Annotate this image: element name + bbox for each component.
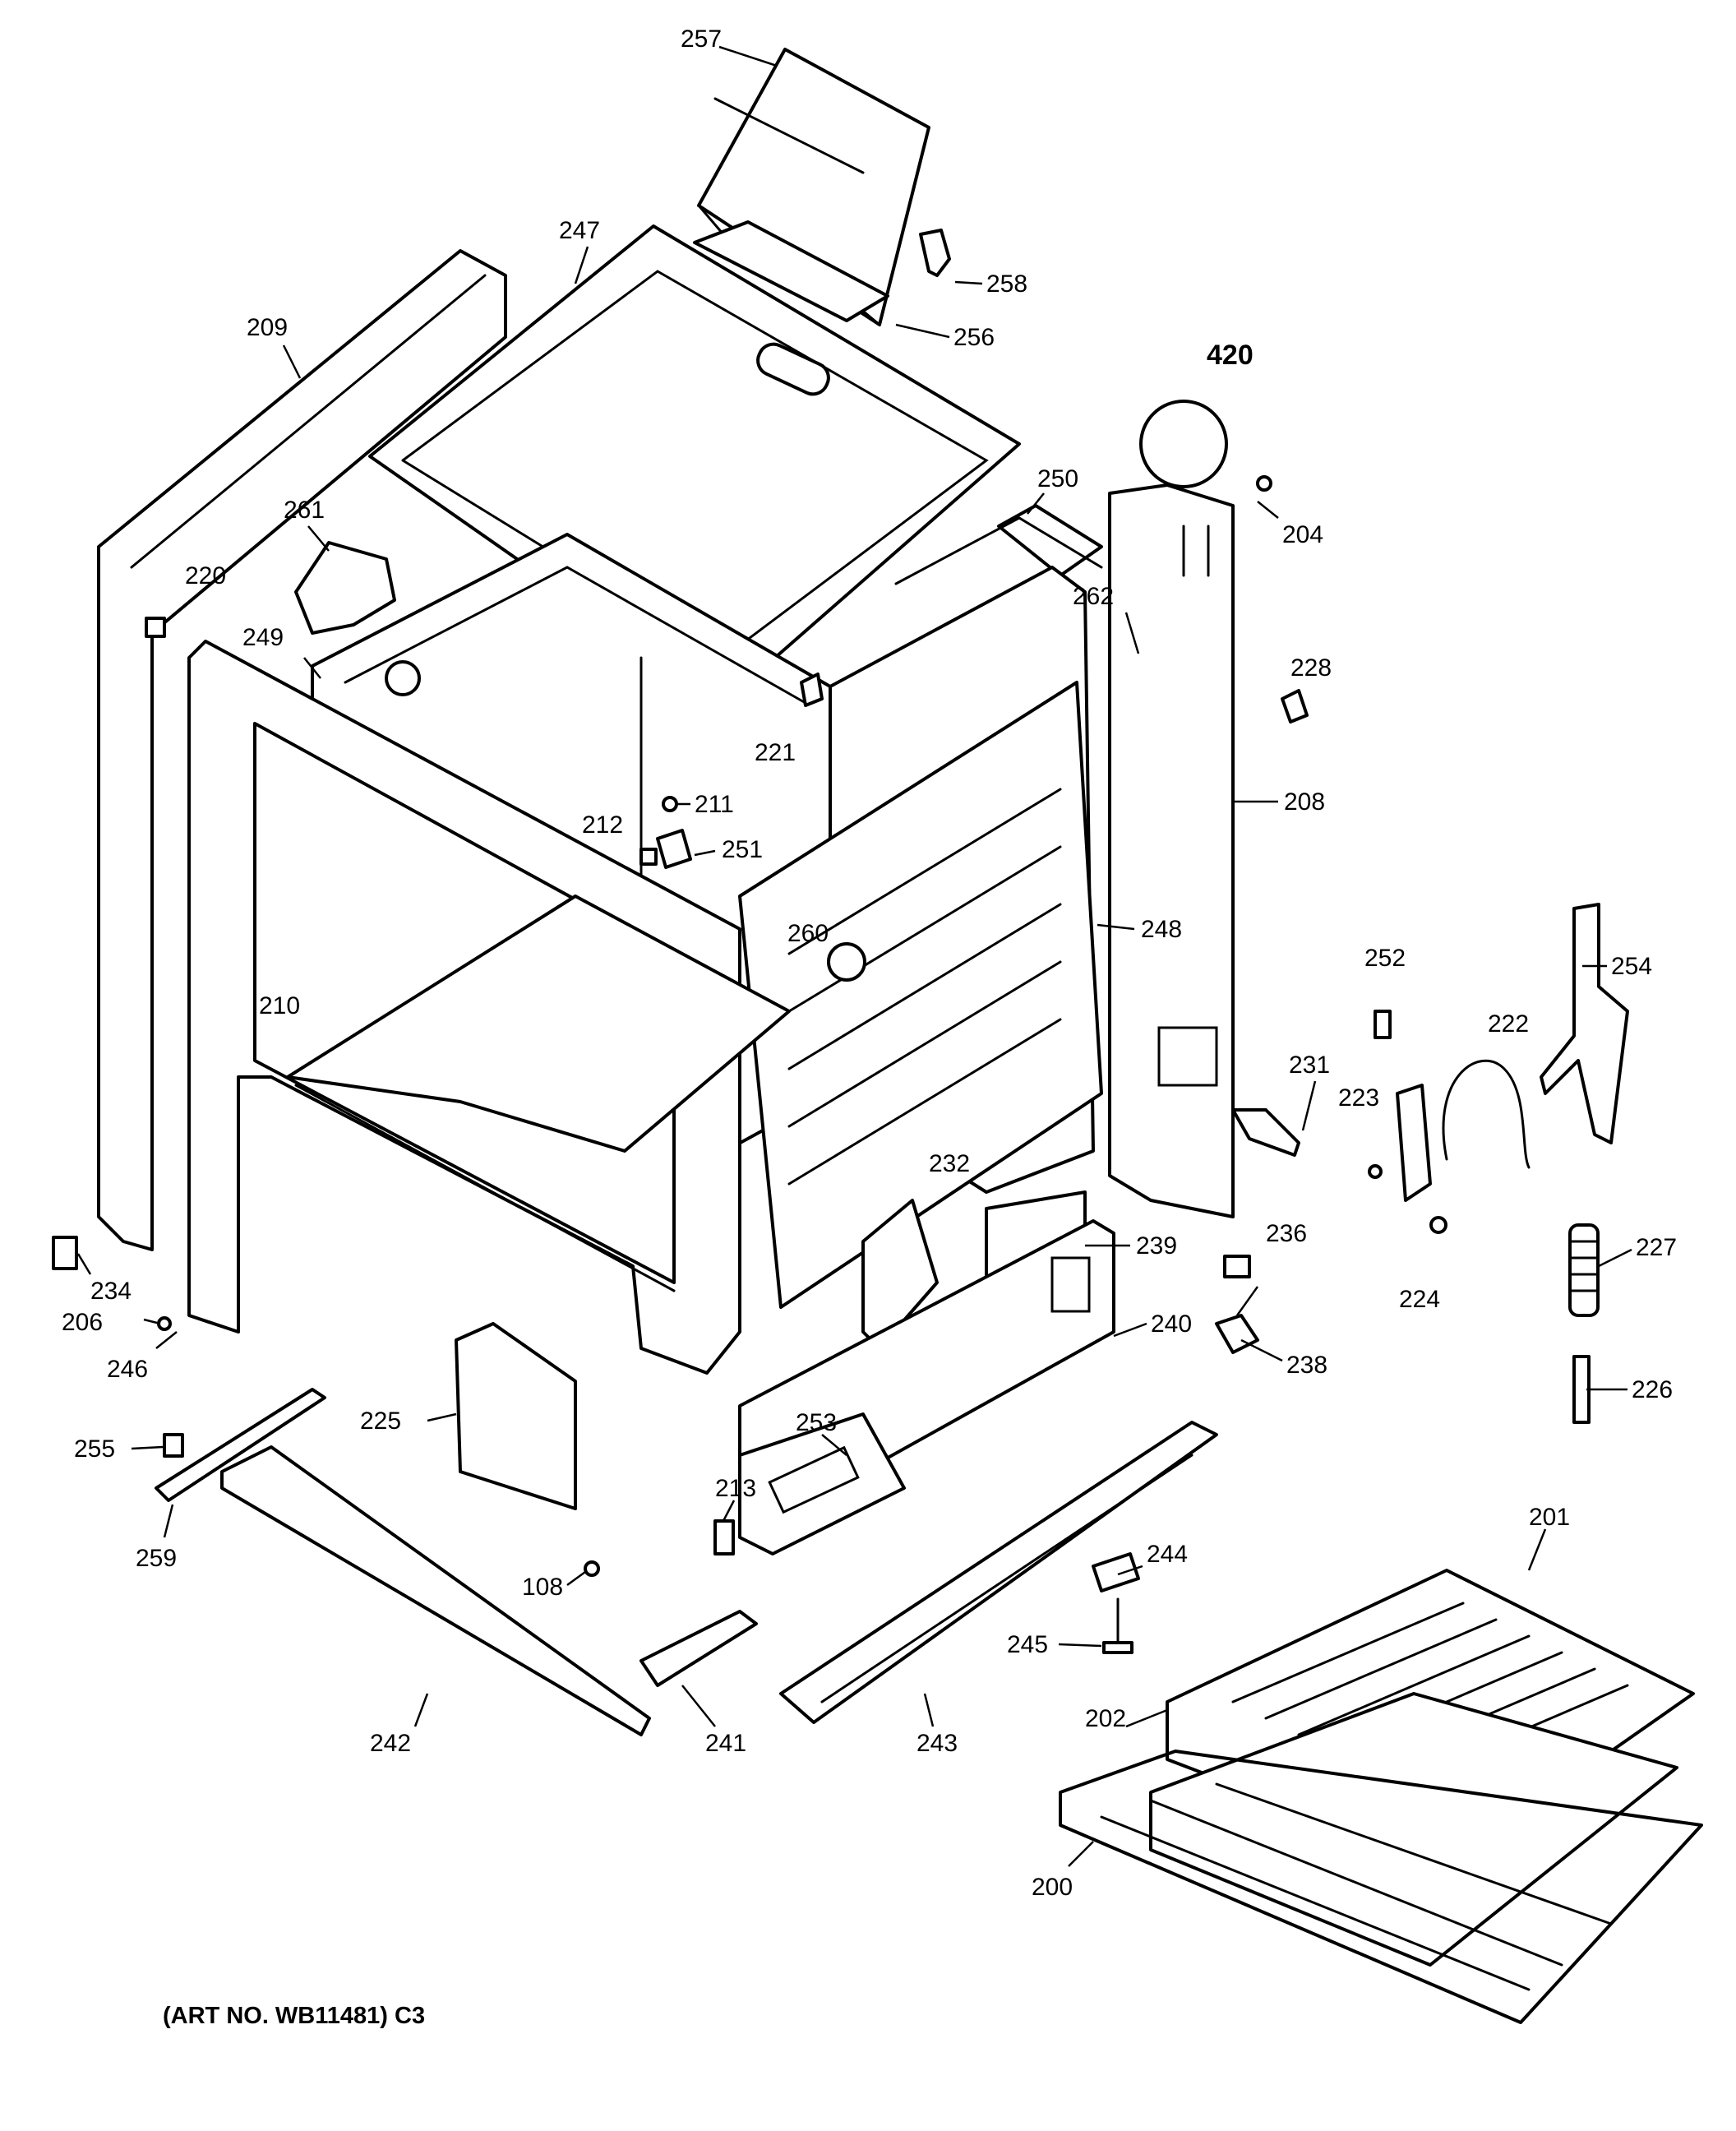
part-253-bracket <box>738 1412 906 1555</box>
part-261-insulation <box>294 541 396 635</box>
callout-260: 260 <box>787 920 829 947</box>
callout-420: 420 <box>1207 340 1254 371</box>
callout-238: 238 <box>1286 1352 1327 1379</box>
leader-lines <box>76 45 1632 1867</box>
callout-232: 232 <box>929 1150 970 1177</box>
part-225-plate <box>455 1322 577 1510</box>
part-260-side-panel-ribbed <box>738 681 1103 1309</box>
part-257-flue-panel <box>697 48 930 326</box>
callout-253: 253 <box>796 1409 837 1436</box>
part-251-hinge-receiver <box>656 829 692 869</box>
part-200-oven-rack <box>1059 1750 1703 2024</box>
callout-250: 250 <box>1037 465 1078 492</box>
callout-259: 259 <box>136 1545 177 1572</box>
part-236-clip <box>1223 1255 1251 1278</box>
part-211-screw <box>662 796 678 812</box>
part-220-clip <box>145 617 166 638</box>
callout-labels: 257 258 256 247 209 420 204 250 261 220 … <box>62 25 1677 1901</box>
part-222-hinge-wire <box>1396 1059 1531 1202</box>
part-208-side-panel-right <box>1108 483 1235 1218</box>
callout-222: 222 <box>1488 1010 1529 1038</box>
callout-201: 201 <box>1529 1504 1570 1531</box>
callout-257: 257 <box>681 25 722 53</box>
part-256-gasket <box>693 220 889 322</box>
callout-251: 251 <box>722 836 763 863</box>
part-232-bracket <box>861 1199 939 1350</box>
callout-258: 258 <box>986 270 1027 298</box>
part-250-strip <box>997 504 1103 577</box>
callout-249: 249 <box>242 624 284 651</box>
callout-245: 245 <box>1007 1631 1048 1658</box>
part-245-leveler-leg <box>1102 1597 1133 1654</box>
callout-254: 254 <box>1611 953 1652 980</box>
callout-227: 227 <box>1636 1234 1677 1261</box>
part-228-spring-clip <box>1281 689 1309 723</box>
callout-224: 224 <box>1399 1286 1440 1313</box>
part-244-clip <box>1092 1552 1140 1592</box>
callout-255: 255 <box>74 1435 115 1463</box>
callout-223: 223 <box>1338 1084 1379 1112</box>
callout-220: 220 <box>185 562 226 589</box>
part-255-foot <box>163 1433 184 1458</box>
art-number-label: (ART NO. WB11481) C3 <box>163 2003 426 2029</box>
callout-252: 252 <box>1364 945 1406 972</box>
callout-241: 241 <box>705 1730 746 1757</box>
callout-225: 225 <box>360 1408 401 1435</box>
callout-210: 210 <box>259 992 300 1019</box>
part-206-screw <box>157 1316 172 1331</box>
callout-221: 221 <box>755 739 796 766</box>
callout-231: 231 <box>1289 1052 1330 1079</box>
part-420-round-cover <box>1139 400 1228 488</box>
part-247-top-panel <box>368 224 1021 705</box>
callout-226: 226 <box>1632 1376 1673 1403</box>
part-212-clip <box>639 848 658 866</box>
callout-239: 239 <box>1136 1232 1177 1260</box>
callout-209: 209 <box>247 314 288 341</box>
callout-204: 204 <box>1282 521 1323 548</box>
callout-240: 240 <box>1151 1310 1192 1338</box>
part-224-bushing <box>1429 1216 1447 1234</box>
part-227-spring <box>1568 1223 1600 1317</box>
callout-200: 200 <box>1032 1874 1073 1901</box>
callout-242: 242 <box>370 1730 411 1757</box>
callout-248: 248 <box>1141 916 1182 943</box>
callout-234: 234 <box>90 1278 132 1305</box>
part-213-leveler <box>713 1519 735 1555</box>
callout-213: 213 <box>715 1475 756 1502</box>
callout-202: 202 <box>1085 1705 1126 1732</box>
callout-228: 228 <box>1290 654 1332 682</box>
callout-256: 256 <box>953 324 995 351</box>
callout-108: 108 <box>522 1574 563 1601</box>
part-223-screw <box>1368 1164 1383 1179</box>
part-210-oven-bottom <box>286 894 791 1153</box>
callout-262: 262 <box>1073 583 1114 610</box>
part-202-broiler-pan <box>1149 1692 1678 1967</box>
part-238-clip <box>1215 1314 1259 1354</box>
part-234-clip <box>52 1236 78 1270</box>
callout-236: 236 <box>1266 1220 1307 1247</box>
callout-261: 261 <box>284 497 325 524</box>
part-254-hinge <box>1540 903 1629 1144</box>
callout-246: 246 <box>107 1356 148 1383</box>
part-108-screw <box>584 1560 600 1577</box>
part-231-bracket <box>1231 1108 1300 1157</box>
callout-206: 206 <box>62 1309 103 1336</box>
callout-247: 247 <box>559 217 600 244</box>
part-252-spring <box>1374 1010 1392 1039</box>
part-242-base-rail <box>220 1445 651 1736</box>
callout-208: 208 <box>1284 788 1325 816</box>
part-221-clip <box>800 673 824 707</box>
callout-243: 243 <box>916 1730 958 1757</box>
part-241-base-rail <box>639 1610 758 1687</box>
callout-244: 244 <box>1147 1541 1188 1568</box>
part-204-screw <box>1256 475 1272 492</box>
callout-212: 212 <box>582 811 623 839</box>
part-259-rail <box>155 1388 326 1502</box>
callout-211: 211 <box>695 791 734 818</box>
part-243-burner <box>779 1421 1218 1724</box>
part-258-bracket <box>919 229 951 277</box>
